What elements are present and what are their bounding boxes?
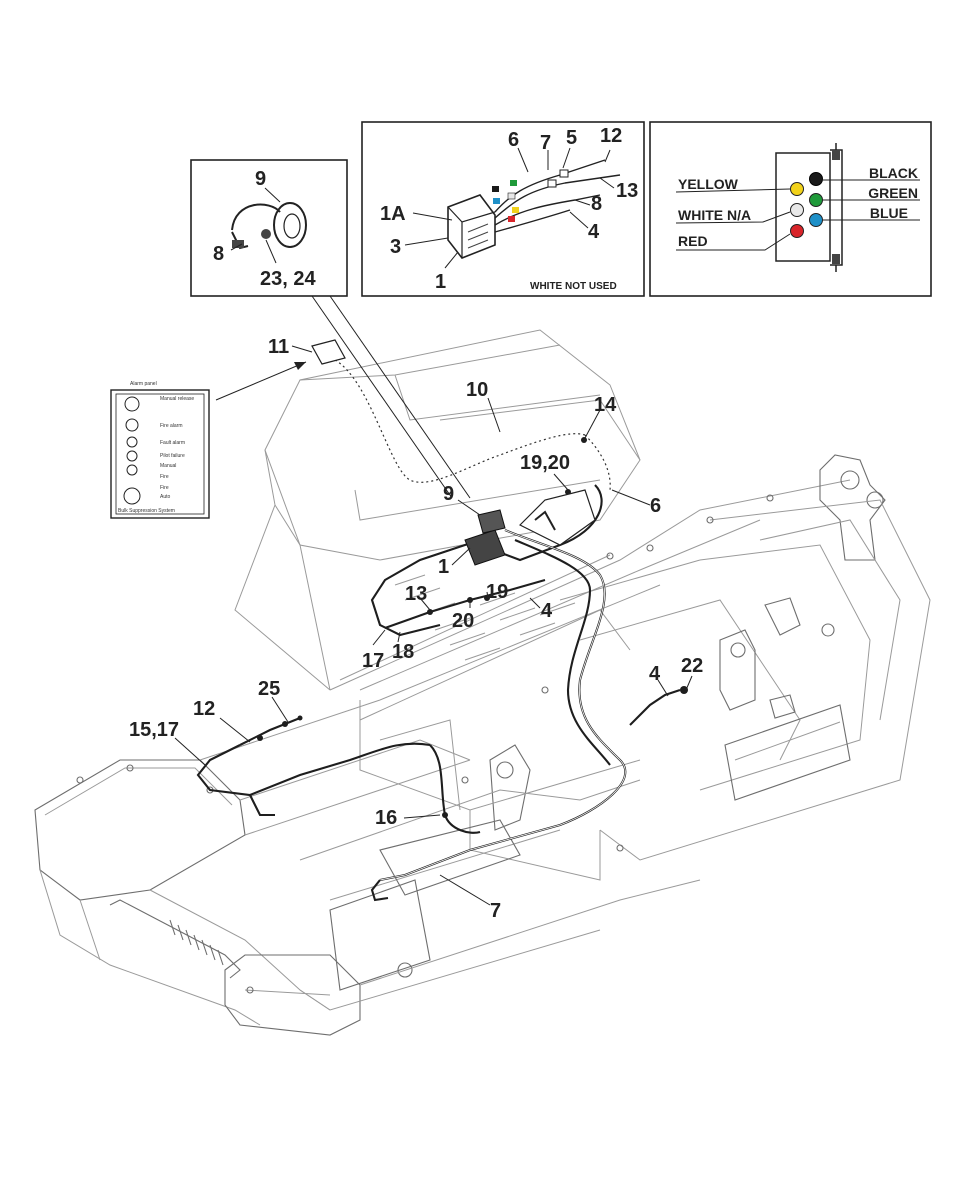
alarm-panel-footer: Bulk Suppression System bbox=[118, 508, 175, 514]
callout-23-24: 23, 24 bbox=[260, 268, 316, 290]
pin-black bbox=[809, 172, 823, 186]
callout-8-inset: 8 bbox=[213, 243, 224, 265]
callout-19: 19 bbox=[486, 581, 508, 603]
callout-4-inset: 4 bbox=[588, 221, 600, 243]
pin-yellow bbox=[790, 182, 804, 196]
pin-blue bbox=[809, 213, 823, 227]
callout-6-inset: 6 bbox=[508, 129, 519, 151]
callout-4: 4 bbox=[541, 600, 553, 622]
callout-5-inset: 5 bbox=[566, 127, 577, 149]
alarm-row-5: Fire bbox=[160, 474, 169, 480]
inset-wire-colors: YELLOW WHITE N/A RED BLACK GREEN BLUE bbox=[649, 121, 932, 297]
callout-17: 17 bbox=[362, 650, 384, 672]
callout-3: 3 bbox=[390, 236, 401, 258]
alarm-row-6: Fire bbox=[160, 485, 169, 491]
callout-1-inset: 1 bbox=[435, 271, 446, 293]
alarm-row-2: Fault alarm bbox=[160, 440, 185, 446]
control-module bbox=[464, 489, 596, 566]
alarm-panel-inset: Alarm panel Manual release Fire alarm Fa… bbox=[110, 361, 307, 519]
callout-25: 25 bbox=[258, 678, 280, 700]
label-green: GREEN bbox=[868, 185, 918, 201]
alarm-row-7: Auto bbox=[160, 494, 171, 500]
label-black: BLACK bbox=[869, 165, 918, 181]
alarm-row-4: Manual bbox=[160, 463, 176, 469]
callout-1a: 1A bbox=[380, 203, 406, 225]
callout-12: 12 bbox=[193, 698, 215, 720]
inset-horn: 9 8 23, 24 bbox=[190, 159, 348, 297]
alarm-row-0: Manual release bbox=[160, 396, 194, 402]
label-yellow: YELLOW bbox=[678, 176, 739, 192]
callout-15-17: 15,17 bbox=[129, 719, 179, 741]
alarm-row-1: Fire alarm bbox=[160, 423, 183, 429]
wiring-harness bbox=[196, 339, 688, 902]
alarm-panel-title: Alarm panel bbox=[130, 381, 157, 387]
callout-12-inset: 12 bbox=[600, 125, 622, 147]
callout-22: 22 bbox=[681, 655, 703, 677]
callout-6: 6 bbox=[650, 495, 661, 517]
callout-10: 10 bbox=[466, 379, 488, 401]
pin-red bbox=[790, 224, 804, 238]
callout-18: 18 bbox=[392, 641, 414, 663]
callout-16: 16 bbox=[375, 807, 397, 829]
main-callouts: 11 10 14 19,20 6 9 1 13 19 20 4 17 18 4 … bbox=[129, 336, 703, 922]
callout-13-inset: 13 bbox=[616, 180, 638, 202]
label-white: WHITE N/A bbox=[678, 207, 751, 223]
callout-14: 14 bbox=[594, 394, 617, 416]
callout-9: 9 bbox=[443, 483, 454, 505]
inset-connector: 1A 3 1 6 7 5 12 13 8 4 WHITE NOT USED bbox=[361, 121, 645, 297]
callout-4-right: 4 bbox=[649, 663, 661, 685]
callout-13: 13 bbox=[405, 583, 427, 605]
pin-white bbox=[790, 203, 804, 217]
callout-9-inset: 9 bbox=[255, 168, 266, 190]
label-blue: BLUE bbox=[870, 205, 908, 221]
callout-11: 11 bbox=[268, 336, 289, 358]
pin-green bbox=[809, 193, 823, 207]
callout-7: 7 bbox=[490, 900, 501, 922]
alarm-row-3: Pilot failure bbox=[160, 453, 185, 459]
callout-1: 1 bbox=[438, 556, 449, 578]
callout-8-inset2: 8 bbox=[591, 193, 602, 215]
callout-20: 20 bbox=[452, 610, 474, 632]
label-red: RED bbox=[678, 233, 708, 249]
inset-note: WHITE NOT USED bbox=[530, 281, 617, 292]
callout-19-20-top: 19,20 bbox=[520, 452, 570, 474]
callout-7-inset: 7 bbox=[540, 132, 551, 154]
